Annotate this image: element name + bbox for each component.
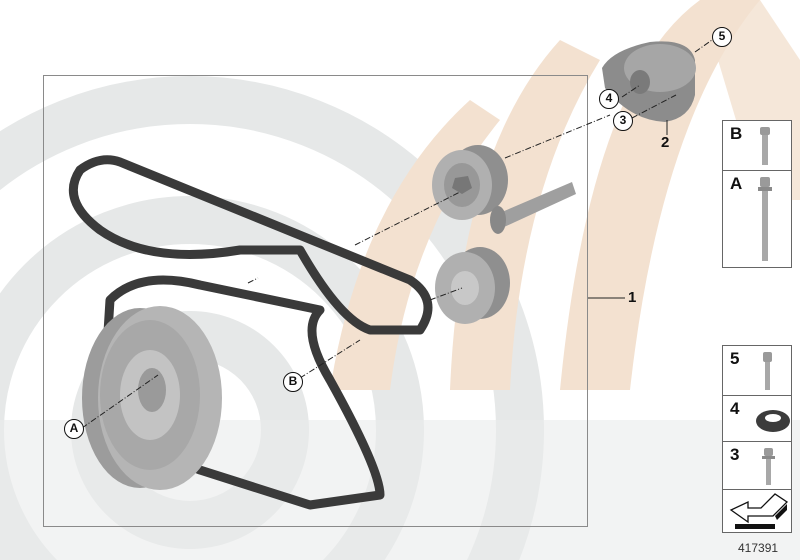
fastener-label: 4 bbox=[730, 399, 740, 418]
fastener-label: A bbox=[730, 174, 743, 193]
idler-pulley-lower bbox=[435, 247, 510, 324]
hex-bolt-icon bbox=[760, 127, 770, 165]
arrow-symbol-cell[interactable] bbox=[723, 490, 791, 532]
idler-pulley-upper bbox=[432, 145, 576, 234]
fastener-cell-b[interactable]: B bbox=[723, 121, 791, 171]
callout-a[interactable]: A bbox=[64, 419, 84, 439]
fastener-cell-a[interactable]: A bbox=[723, 171, 791, 267]
fastener-label: 3 bbox=[730, 445, 740, 464]
callout-3[interactable]: 3 bbox=[613, 111, 633, 131]
fastener-label: B bbox=[730, 124, 743, 143]
kit-part-number[interactable]: 1 bbox=[628, 289, 637, 306]
fastener-cell-5[interactable]: 5 bbox=[723, 346, 791, 396]
fastener-label: 5 bbox=[730, 349, 740, 368]
callout-5[interactable]: 5 bbox=[712, 27, 732, 47]
arrow-symbol-icon bbox=[729, 493, 789, 529]
callout-b[interactable]: B bbox=[283, 372, 303, 392]
fastener-panel-top: B A bbox=[722, 120, 792, 268]
torx-screw-icon bbox=[762, 448, 775, 485]
fastener-panel-bottom: 5 4 3 bbox=[722, 345, 792, 533]
diagram-number: 417391 bbox=[738, 541, 779, 555]
fastener-cell-4[interactable]: 4 bbox=[723, 396, 791, 442]
fastener-cell-3[interactable]: 3 bbox=[723, 442, 791, 490]
tensioner-part-number[interactable]: 2 bbox=[661, 134, 670, 151]
kit-frame bbox=[43, 75, 588, 527]
socket-head-screw-icon bbox=[763, 352, 772, 390]
long-flange-bolt-icon bbox=[758, 177, 772, 261]
callout-4[interactable]: 4 bbox=[599, 89, 619, 109]
rubber-ring-icon bbox=[756, 410, 790, 432]
belt-tensioner bbox=[602, 41, 696, 123]
crankshaft-pulley bbox=[82, 306, 222, 490]
